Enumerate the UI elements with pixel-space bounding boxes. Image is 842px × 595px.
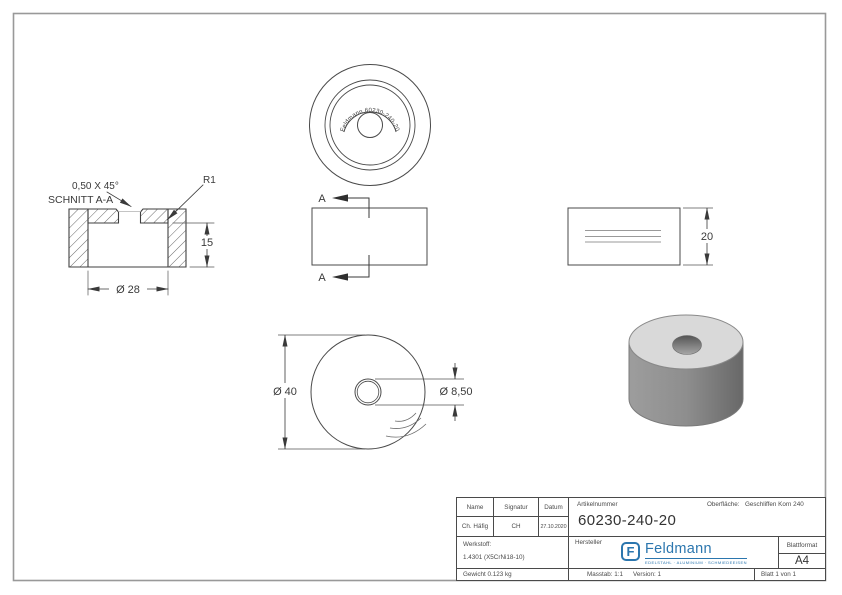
manufacturer-cell: Hersteller F Feldmann EDELSTAHL · ALUMIN…: [569, 537, 779, 569]
feldmann-logo: F Feldmann EDELSTAHL · ALUMINIUM · SCHMI…: [621, 542, 747, 565]
right-outline: [567, 207, 681, 266]
hole-dia-label: Ø 8,50: [439, 386, 472, 398]
name-label-cell: Name: [457, 498, 494, 517]
section-top-band-right: [139, 208, 169, 224]
dim-text-mask: [435, 383, 477, 398]
article-cell: Artikelnummer Oberfläche: Geschliffen Ko…: [569, 498, 825, 537]
top-view: Feldmann 60230-240-20: [309, 64, 431, 186]
weight-value: Gewicht 0.123 kg: [463, 571, 512, 578]
surface-value: Geschliffen Korn 240: [745, 501, 804, 508]
format-value-cell: A4: [779, 554, 825, 569]
scale-cell: Masstab: 1:1 Version: 1: [569, 569, 755, 580]
cut-line-bottom: [348, 255, 370, 278]
dim-text-mask: [198, 236, 216, 249]
right-view: 20: [567, 207, 718, 266]
engraving-text: Feldmann 60230-240-20: [340, 108, 400, 133]
hole-circle: [357, 112, 383, 138]
radius-leader-line: [166, 184, 204, 221]
logo-brand-text: Feldmann: [645, 541, 712, 557]
section-left-wall: [68, 208, 89, 268]
scale-value: Masstab: 1:1: [587, 571, 624, 578]
version-value: Version: 1: [633, 571, 662, 578]
dim-text-mask: [109, 281, 147, 295]
cut-arrow-top: [332, 194, 348, 202]
rim-circle: [324, 79, 416, 171]
section-top-band-left: [87, 208, 120, 224]
iso-view: [628, 314, 744, 427]
grind-mark-arc: [389, 417, 422, 429]
outer-circle: [310, 334, 426, 450]
article-number: 60230-240-20: [578, 512, 677, 529]
cylinder-hole: [672, 335, 702, 355]
signature-value-cell: CH: [494, 517, 539, 537]
date-label-cell: Datum: [539, 498, 569, 517]
title-block: Name Signatur Datum Ch. Häfig CH 27.10.2…: [456, 497, 826, 581]
sheet-frame: [12, 12, 827, 582]
signature-label-cell: Signatur: [494, 498, 539, 517]
grind-mark-arc: [385, 423, 427, 438]
engraving-arc: [343, 111, 397, 133]
section-title-label: SCHNITT A-A: [48, 194, 113, 206]
format-label-cell: Blattformat: [779, 537, 825, 554]
cut-line-top: [348, 197, 370, 218]
article-label: Artikelnummer: [577, 501, 618, 508]
logo-tagline: EDELSTAHL · ALUMINIUM · SCHMIEDEEISEN: [645, 560, 747, 566]
section-view: 0,50 X 45° SCHNITT A-A R1 15 Ø 28: [48, 175, 216, 296]
bottom-view: Ø 40 Ø 8,50: [267, 334, 477, 450]
name-value-cell: Ch. Häfig: [457, 517, 494, 537]
material-label: Werkstoff:: [463, 541, 492, 548]
depth-dim-label: 15: [201, 237, 213, 249]
dim-text-mask: [696, 229, 718, 243]
cut-label-top: A: [318, 193, 326, 205]
height-dim-label: 20: [701, 231, 713, 243]
section-right-wall: [167, 208, 187, 268]
chamfer-leader-line: [106, 191, 132, 208]
material-value: 1.4301 (X5CrNi18-10): [463, 554, 525, 561]
recess-circle: [329, 84, 411, 166]
sheet-value: Blatt 1 von 1: [761, 571, 797, 578]
date-value-cell: 27.10.2020: [539, 517, 569, 537]
cut-label-bottom: A: [318, 272, 326, 284]
chamfer-dim-label: 0,50 X 45°: [72, 181, 119, 192]
hole-chamfer-circle: [356, 380, 380, 404]
svg-text:Feldmann 60230-240-20: Feldmann 60230-240-20: [340, 108, 400, 133]
weight-cell: Gewicht 0.123 kg: [457, 569, 569, 580]
cut-arrow-bottom: [332, 273, 348, 281]
outer-dia-label: Ø 40: [273, 386, 297, 398]
logo-f-mark: F: [621, 542, 640, 561]
grind-mark-arc: [394, 412, 417, 422]
logo-rule: [645, 558, 747, 560]
radius-dim-label: R1: [203, 175, 216, 186]
bore-dim-label: Ø 28: [116, 284, 140, 296]
material-cell: Werkstoff: 1.4301 (X5CrNi18-10): [457, 537, 569, 569]
sheet-cell: Blatt 1 von 1: [755, 569, 825, 580]
side-view: A A: [311, 193, 428, 284]
surface-label: Oberfläche:: [707, 501, 740, 508]
dim-text-mask: [267, 383, 303, 398]
outer-circle: [309, 64, 431, 186]
hole-circle: [354, 378, 382, 406]
manufacturer-label: Hersteller: [575, 539, 602, 546]
